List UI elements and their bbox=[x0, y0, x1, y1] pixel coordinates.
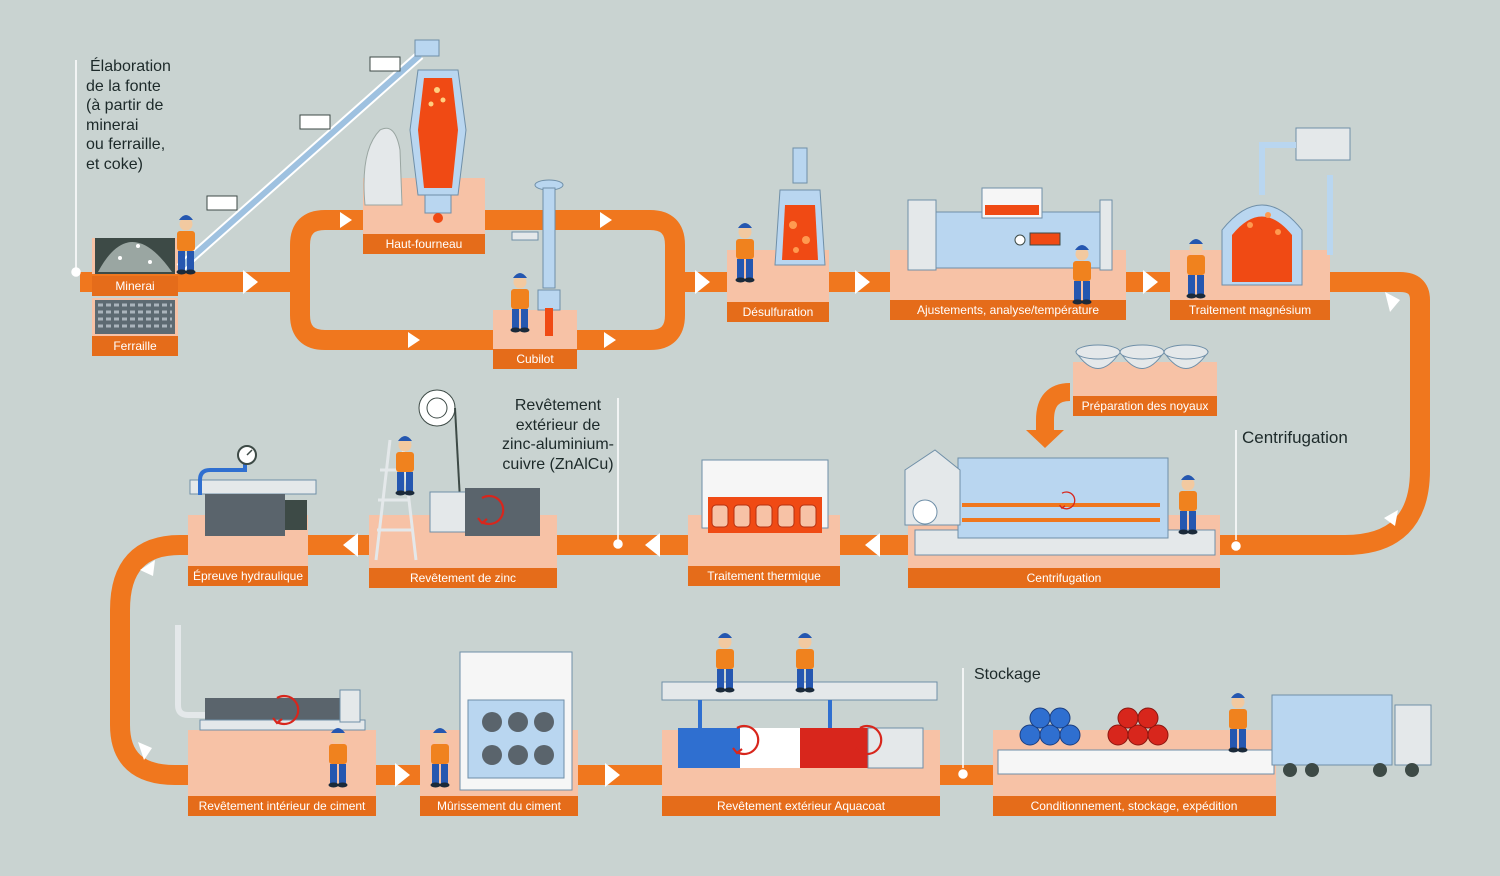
label-minerai: Minerai bbox=[115, 279, 154, 293]
hydraulic-test-machine bbox=[189, 445, 317, 536]
label-ferraille: Ferraille bbox=[113, 339, 157, 353]
label-haut-fourneau: Haut-fourneau bbox=[386, 237, 463, 251]
traitement-thermique-oven bbox=[701, 459, 829, 533]
flow-arrow-icon bbox=[138, 212, 1400, 787]
cement-curing-chamber bbox=[459, 651, 573, 791]
label-revetement-ciment: Revêtement intérieur de ciment bbox=[199, 799, 366, 813]
label-traitement-thermique: Traitement thermique bbox=[707, 569, 821, 583]
label-traitement-magnesium: Traitement magnésium bbox=[1189, 303, 1311, 317]
conveyor-belt bbox=[176, 39, 440, 272]
ajustements-machine bbox=[907, 187, 1113, 271]
label-revetement-zinc: Revêtement de zinc bbox=[410, 571, 516, 585]
cement-lining-machine bbox=[175, 625, 366, 731]
caption-centrifugation: Centrifugation bbox=[1242, 428, 1348, 447]
label-conditionnement: Conditionnement, stockage, expédition bbox=[1031, 799, 1238, 813]
zinc-coating-machine bbox=[374, 389, 540, 561]
label-ajustements: Ajustements, analyse/température bbox=[917, 303, 1099, 317]
label-desulfuration: Désulfuration bbox=[743, 305, 814, 319]
label-aquacoat: Revêtement extérieur Aquacoat bbox=[717, 799, 886, 813]
label-cubilot: Cubilot bbox=[516, 352, 554, 366]
aquacoat-line bbox=[661, 681, 938, 769]
label-murissement: Mûrissement du ciment bbox=[437, 799, 562, 813]
label-centrifugation: Centrifugation bbox=[1027, 571, 1102, 585]
ferraille-pile bbox=[95, 300, 175, 334]
core-molds bbox=[1075, 344, 1209, 369]
label-preparation-noyaux: Préparation des noyaux bbox=[1082, 399, 1209, 413]
truck-icon bbox=[1271, 694, 1432, 777]
label-epreuve-hydraulique: Épreuve hydraulique bbox=[193, 568, 303, 583]
traitement-magnesium-machine bbox=[1221, 127, 1351, 286]
storage-pipes bbox=[997, 707, 1275, 775]
cubilot-machine bbox=[511, 179, 564, 336]
callout-lines bbox=[71, 60, 1241, 779]
centrifugation-machine bbox=[904, 449, 1216, 556]
flow-arrow-icon bbox=[1026, 430, 1064, 448]
minerai-pile bbox=[95, 238, 175, 274]
station-label-bars bbox=[92, 234, 1330, 816]
haut-fourneau-machine bbox=[363, 69, 467, 223]
caption-stockage: Stockage bbox=[974, 666, 1041, 683]
caption-elaboration: Élaboration de la fonte (à partir de min… bbox=[86, 58, 171, 173]
caption-revetement-exterieur: Revêtement extérieur de zinc-aluminium- … bbox=[501, 397, 615, 473]
desulfuration-ladle bbox=[774, 147, 826, 266]
